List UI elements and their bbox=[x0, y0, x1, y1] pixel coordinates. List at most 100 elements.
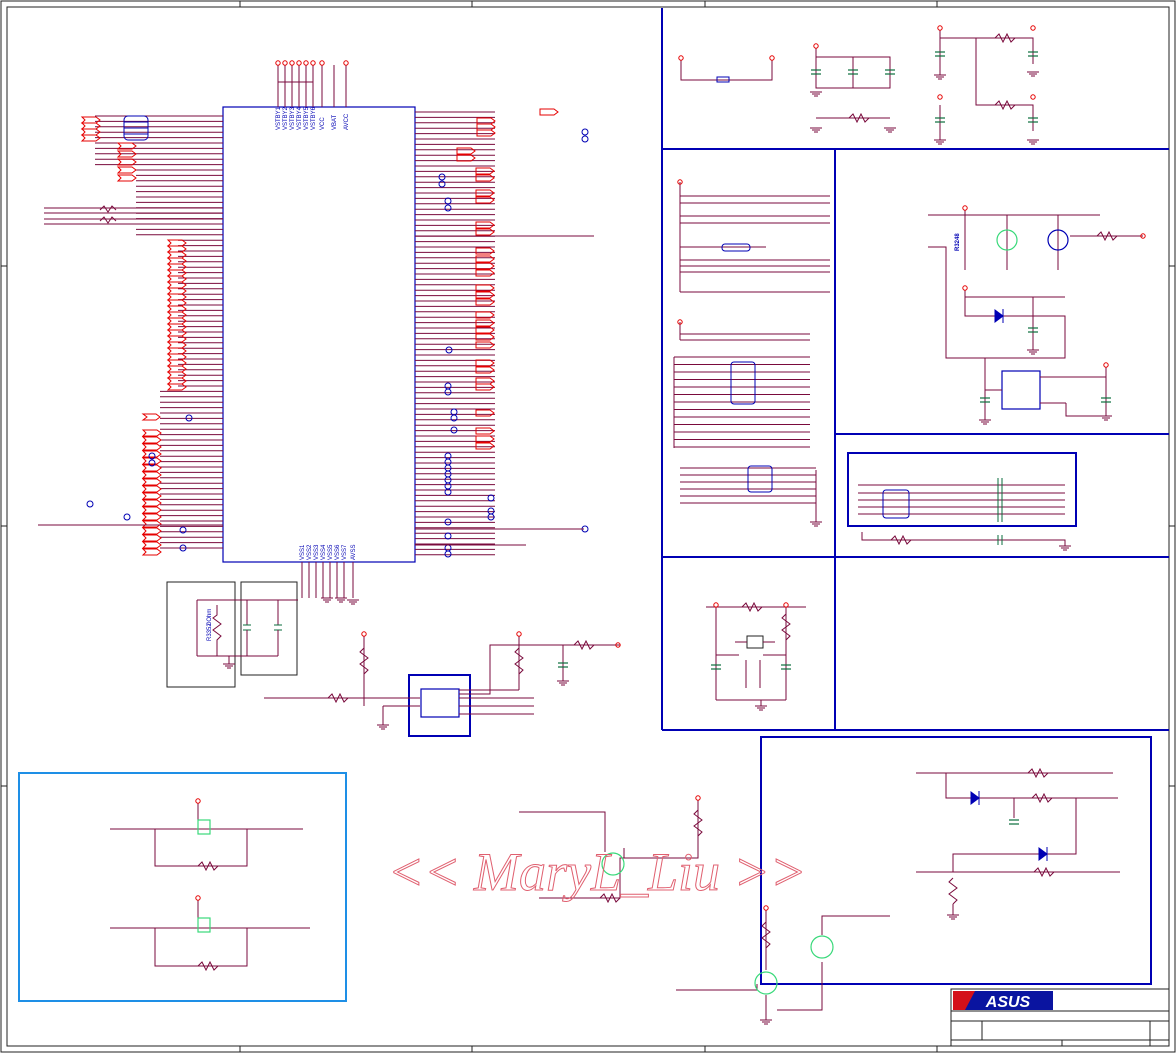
r3248-label: R3248 bbox=[955, 233, 961, 251]
test-point bbox=[123, 513, 131, 521]
port-flag bbox=[475, 174, 495, 182]
port-flag bbox=[475, 435, 495, 443]
port-flag bbox=[141, 464, 162, 472]
power-flag bbox=[677, 319, 683, 325]
test-point bbox=[444, 544, 452, 552]
ic-top-pin-label: VSTBY1 bbox=[276, 106, 282, 130]
port-flag bbox=[475, 167, 495, 175]
test-point bbox=[185, 414, 193, 422]
ic-bottom-pin-label: VSS2 bbox=[307, 544, 313, 560]
port-flag bbox=[475, 326, 495, 334]
port-flag bbox=[475, 442, 495, 450]
resistor-bank-lines bbox=[673, 356, 816, 504]
port-flag bbox=[475, 221, 495, 229]
port-flag bbox=[166, 335, 187, 343]
power-flag bbox=[677, 179, 683, 185]
test-point bbox=[444, 458, 452, 466]
power-flag bbox=[769, 55, 775, 61]
port-flag bbox=[475, 189, 495, 197]
test-point bbox=[438, 180, 446, 188]
port-flag bbox=[475, 255, 495, 263]
port-flag bbox=[141, 527, 162, 535]
port-flag bbox=[116, 142, 137, 150]
port-flag bbox=[141, 492, 162, 500]
port-flag bbox=[141, 499, 162, 507]
power-flag bbox=[195, 895, 201, 901]
power-flag bbox=[695, 795, 701, 801]
ic-top-pin-label: VCC bbox=[320, 117, 326, 130]
port-flag bbox=[456, 147, 476, 155]
power-flag bbox=[678, 55, 684, 61]
port-flag bbox=[166, 281, 187, 289]
power-flag bbox=[615, 642, 621, 648]
test-point bbox=[438, 173, 446, 181]
port-flag bbox=[476, 117, 496, 125]
port-flag bbox=[166, 299, 187, 307]
port-flag bbox=[80, 122, 101, 130]
port-flag bbox=[166, 329, 187, 337]
port-flag bbox=[141, 413, 161, 421]
power-flag bbox=[516, 631, 522, 637]
ic-bottom-pin-label: VSS4 bbox=[321, 544, 327, 560]
port-flag bbox=[476, 123, 496, 131]
port-flag bbox=[166, 245, 187, 253]
port-flag bbox=[475, 284, 495, 292]
power-flag bbox=[713, 602, 719, 608]
ic-bottom-pin-label: VSS7 bbox=[342, 544, 348, 560]
port-flag bbox=[166, 257, 187, 265]
port-flag bbox=[475, 359, 495, 367]
port-flag bbox=[166, 359, 187, 367]
test-point bbox=[444, 197, 452, 205]
ic-top-pin-label: VSTBY5 bbox=[304, 106, 310, 130]
port-flag bbox=[116, 166, 137, 174]
test-point bbox=[148, 452, 156, 460]
title-block bbox=[950, 988, 1170, 1047]
test-point bbox=[450, 426, 458, 434]
left-port-flags bbox=[80, 116, 187, 556]
test-point bbox=[179, 526, 187, 534]
port-flag bbox=[539, 108, 559, 116]
port-flag bbox=[141, 457, 162, 465]
ic-top-pin-label: VSTBY6 bbox=[311, 106, 317, 130]
port-flag bbox=[166, 275, 187, 283]
power-flag bbox=[783, 602, 789, 608]
power-rail-flags bbox=[195, 25, 1146, 911]
power-flag bbox=[343, 60, 349, 66]
misc-wires bbox=[38, 30, 1143, 1020]
port-flag bbox=[475, 269, 495, 277]
test-point bbox=[86, 500, 94, 508]
power-flag bbox=[1140, 233, 1146, 239]
port-flag bbox=[80, 134, 101, 142]
port-flag bbox=[141, 534, 162, 542]
author-watermark: << MaryL_Liu >> bbox=[388, 842, 807, 902]
port-flag bbox=[141, 471, 162, 479]
port-flag bbox=[141, 450, 162, 458]
test-point bbox=[444, 482, 452, 490]
ic-bottom-pin-label: VSS6 bbox=[335, 544, 341, 560]
port-flag bbox=[475, 228, 495, 236]
port-flag bbox=[166, 305, 187, 313]
power-flag bbox=[282, 60, 288, 66]
port-flag bbox=[141, 513, 162, 521]
test-point-circles bbox=[86, 128, 589, 558]
power-flag bbox=[937, 94, 943, 100]
test-point bbox=[487, 507, 495, 515]
ic-top-pin-label: VSTBY4 bbox=[297, 106, 303, 130]
port-flag bbox=[141, 506, 162, 514]
port-flag bbox=[475, 196, 495, 204]
test-point bbox=[444, 388, 452, 396]
port-flag bbox=[166, 311, 187, 319]
port-flag bbox=[141, 520, 162, 528]
port-flag bbox=[116, 150, 137, 158]
port-flag bbox=[166, 383, 187, 391]
power-flag bbox=[763, 905, 769, 911]
port-flag bbox=[456, 154, 476, 162]
ic-top-pin-label: AVCC bbox=[344, 113, 350, 130]
port-flag bbox=[166, 365, 187, 373]
port-flag bbox=[166, 353, 187, 361]
port-flag bbox=[475, 341, 495, 349]
